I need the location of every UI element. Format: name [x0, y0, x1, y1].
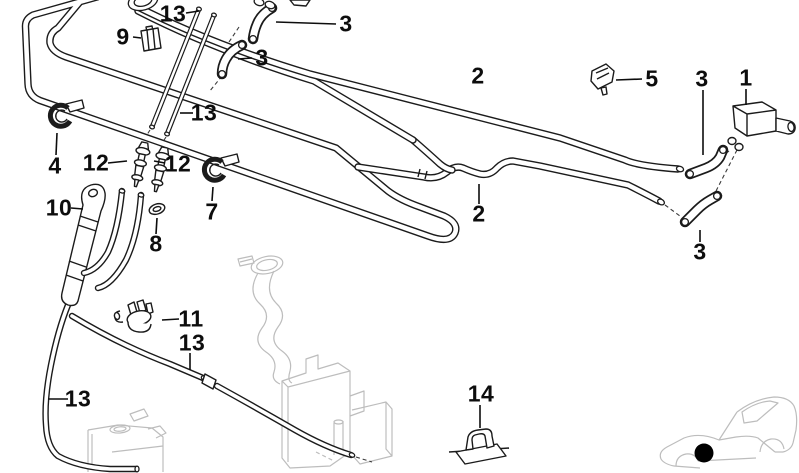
callout-12-a: 12 — [82, 149, 110, 176]
callout-10: 10 — [45, 194, 73, 221]
rigid-tubes-13 — [149, 6, 217, 137]
callout-2-a: 2 — [471, 62, 485, 89]
holder-4 — [47, 99, 85, 129]
hose-pair-2 — [127, 0, 685, 206]
grommet-8 — [148, 202, 166, 216]
leader-lines — [48, 10, 747, 428]
callout-2-b: 2 — [472, 200, 486, 227]
callout-14: 14 — [467, 380, 495, 407]
callout-11: 11 — [178, 305, 204, 332]
callout-8: 8 — [149, 230, 163, 257]
callout-13-a: 13 — [159, 0, 187, 27]
pump-assembly-10 — [46, 183, 356, 473]
callout-12-b: 12 — [164, 150, 192, 177]
clip-5 — [590, 63, 615, 96]
callout-13-b: 13 — [190, 99, 218, 126]
valve-1 — [727, 101, 796, 152]
callout-13-c: 13 — [178, 329, 206, 356]
callout-1: 1 — [739, 64, 753, 91]
callout-3-b: 3 — [255, 44, 269, 71]
clip-14 — [448, 428, 510, 465]
elbow-hoses-3 — [219, 0, 727, 225]
small-reservoir-ghost — [87, 408, 167, 472]
callout-3-c: 3 — [695, 65, 709, 92]
callout-7: 7 — [205, 198, 219, 225]
ghost-parts — [87, 255, 798, 472]
location-marker-dot — [694, 443, 714, 463]
callout-3-d: 3 — [693, 238, 707, 265]
washer-reservoir-ghost — [237, 255, 393, 469]
plug-11 — [113, 299, 154, 333]
holder-7 — [201, 153, 240, 183]
hose-joint-fitting — [201, 373, 217, 390]
clip-9 — [140, 25, 162, 52]
callout-13-d: 13 — [64, 385, 92, 412]
callout-4: 4 — [48, 152, 62, 179]
callout-9: 9 — [116, 23, 130, 50]
callout-5: 5 — [645, 65, 659, 92]
callout-3-a: 3 — [339, 10, 353, 37]
car-silhouette — [659, 396, 798, 469]
